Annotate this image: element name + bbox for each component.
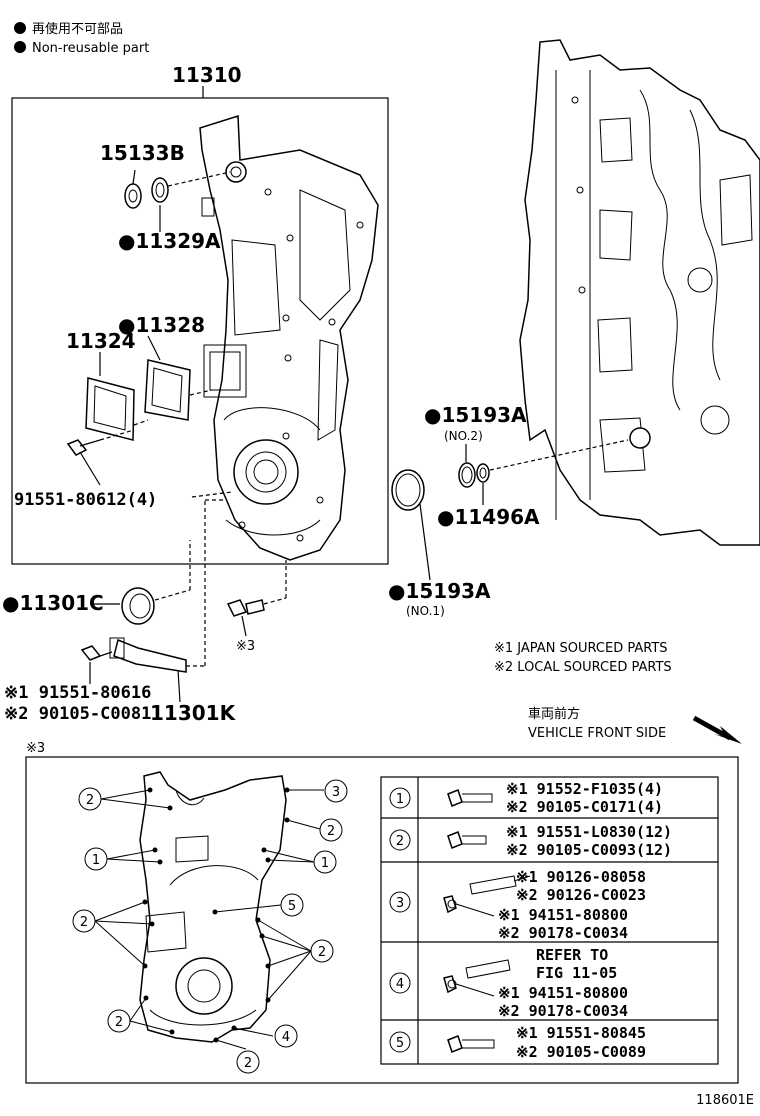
callout: 2	[319, 818, 343, 842]
callout: 2	[107, 1009, 131, 1033]
part-number: ※1 91551-80845	[516, 1024, 646, 1042]
vehicle-front: 車両前方 VEHICLE FRONT SIDE	[528, 706, 742, 744]
label-15193A-no1: ●15193A	[388, 579, 491, 603]
part-number: ※1 90126-08058	[516, 868, 646, 886]
part-number: ※2 90126-C0023	[516, 886, 646, 904]
assembly-11310: 11310	[11, 63, 389, 565]
callout-number: 1	[92, 853, 100, 868]
part-11301K: ※1 91551-80616 ※2 90105-C0081 11301K	[4, 499, 237, 725]
refer-to: REFER TO	[536, 946, 608, 964]
table-row: 5 ※1 91551-80845 ※2 90105-C0089	[389, 1024, 646, 1061]
callout: 1	[84, 847, 108, 871]
callout-number: 2	[115, 1015, 123, 1030]
detail-frame	[25, 756, 739, 1084]
part-number: ※2 90178-C0034	[498, 924, 628, 942]
part-number: ※2 90105-C0093(12)	[506, 841, 672, 859]
label-15193A-no2: ●15193A	[424, 403, 527, 427]
detail-callouts: 2 3 2 1 1 5 2 2 2 4 2	[72, 779, 348, 1074]
detail-title: ※3	[26, 741, 45, 756]
row-number: 1	[396, 792, 404, 807]
part-number: ※1 91552-F1035(4)	[506, 780, 663, 798]
legend-dot-icon	[14, 22, 26, 34]
legend: 再使用不可部品 Non-reusable part	[14, 21, 149, 56]
figure-id: 118601E	[696, 1093, 754, 1108]
callout: 5	[280, 893, 304, 917]
callout: 2	[236, 1050, 260, 1074]
legend-jp: 再使用不可部品	[32, 21, 123, 37]
part-11301C: ●11301C	[2, 540, 191, 625]
detail-box: ※3	[25, 741, 739, 1084]
label-11328: ●11328	[118, 313, 205, 337]
label-11301C: ●11301C	[2, 591, 104, 615]
label-no1: (NO.1)	[406, 604, 445, 618]
callout-number: 2	[80, 915, 88, 930]
bolt-ref3: ※3	[226, 560, 287, 654]
part-number: ※1 94151-80800	[498, 906, 628, 924]
refer-fig: FIG 11-05	[536, 964, 617, 982]
table-row: 3 ※1 90126-08058 ※2 90126-C0023 ※1 94151…	[389, 868, 646, 942]
assembly-frame	[11, 97, 389, 565]
callout-number: 4	[282, 1030, 290, 1045]
callout-number: 2	[327, 824, 335, 839]
label-11310: 11310	[172, 63, 242, 87]
part-number: ※1 94151-80800	[498, 984, 628, 1002]
front-en: VEHICLE FRONT SIDE	[528, 726, 666, 741]
label-11301K: 11301K	[150, 701, 237, 725]
note-local: ※2 LOCAL SOURCED PARTS	[494, 660, 672, 675]
part-15193A-no2: ●15193A (NO.2) ●11496A	[424, 403, 629, 529]
label-11329A: ●11329A	[118, 229, 221, 253]
row-number: 2	[396, 834, 404, 849]
row-number: 4	[396, 977, 404, 992]
legend-en: Non-reusable part	[32, 41, 149, 56]
source-notes: ※1 JAPAN SOURCED PARTS ※2 LOCAL SOURCED …	[494, 641, 672, 675]
callout-number: 2	[86, 793, 94, 808]
row-number: 5	[396, 1036, 404, 1051]
part-number: ※2 90178-C0034	[498, 1002, 628, 1020]
legend-dot-icon	[14, 41, 26, 53]
table-row: 2 ※1 91551-L0830(12) ※2 90105-C0093(12)	[389, 823, 672, 859]
callout: 3	[324, 779, 348, 803]
callout: 2	[72, 909, 96, 933]
label-90105-C0081: ※2 90105-C0081	[4, 704, 151, 724]
timing-cover-drawing	[199, 114, 379, 561]
note-japan: ※1 JAPAN SOURCED PARTS	[494, 641, 668, 656]
label-11496A: ●11496A	[437, 505, 540, 529]
callout-number: 5	[288, 899, 296, 914]
row-number: 3	[396, 896, 404, 911]
callout: 2	[78, 787, 102, 811]
part-number: ※2 90105-C0089	[516, 1043, 646, 1061]
part-11328-11324: ●11328 11324 91551-80612(4)	[14, 313, 233, 510]
label-91551-80612: 91551-80612(4)	[14, 490, 157, 510]
label-15133B: 15133B	[100, 141, 185, 165]
callout-number: 2	[244, 1056, 252, 1071]
label-91551-80616: ※1 91551-80616	[4, 683, 151, 703]
callout: 1	[313, 850, 337, 874]
callout: 4	[274, 1024, 298, 1048]
label-11324: 11324	[66, 329, 136, 353]
part-number: ※1 91551-L0830(12)	[506, 823, 672, 841]
part-15193A-no1: ●15193A (NO.1)	[388, 469, 491, 618]
engine-block-drawing	[519, 39, 760, 546]
callout-number: 1	[321, 856, 329, 871]
label-no2: (NO.2)	[444, 429, 483, 443]
part-number: ※2 90105-C0171(4)	[506, 798, 663, 816]
bolt-table: 1 ※1 91552-F1035(4) ※2 90105-C0171(4) 2 …	[380, 776, 719, 1065]
label-ref3: ※3	[236, 639, 255, 654]
front-jp: 車両前方	[528, 706, 580, 722]
callout: 2	[310, 939, 334, 963]
callout-number: 2	[318, 945, 326, 960]
table-row: 1 ※1 91552-F1035(4) ※2 90105-C0171(4)	[389, 780, 663, 816]
table-row: 4 REFER TO FIG 11-05 ※1 94151-80800 ※2 9…	[389, 946, 628, 1020]
part-15133B: 15133B ●11329A	[100, 141, 231, 253]
callout-number: 3	[332, 785, 340, 800]
